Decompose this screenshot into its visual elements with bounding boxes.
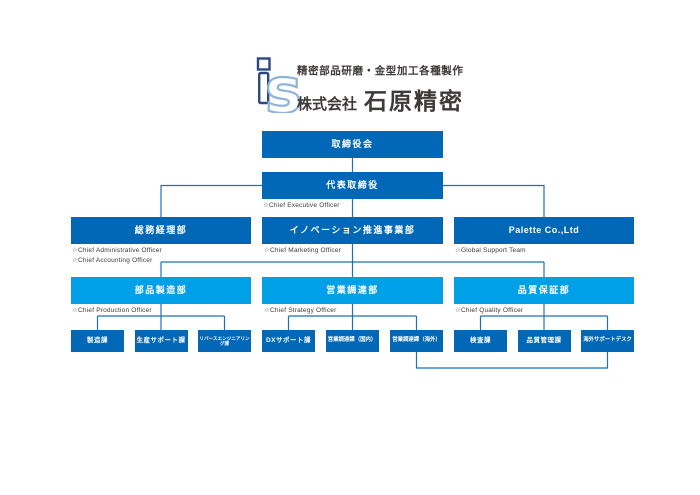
box-quality-assurance-dept: 品質保証部	[454, 277, 634, 304]
box-general-affairs-accounting-dept: 総務経理部	[71, 217, 251, 244]
officer-label-quality: ☆Chief Quality Officer	[455, 307, 524, 314]
company-logo: s 精密部品研磨・金型加工各種製作 株式会社石原精密	[255, 57, 464, 116]
svg-text:s: s	[265, 57, 301, 113]
box-sales-procurement-overseas-section: 営業調達課（海外）	[390, 330, 443, 352]
box-parts-manufacturing-dept: 部品製造部	[71, 277, 251, 304]
company-prefix: 株式会社	[297, 96, 358, 113]
logo-text-block: 精密部品研磨・金型加工各種製作 株式会社石原精密	[297, 57, 464, 116]
officer-label-strategy: ☆Chief Strategy Officer	[264, 307, 337, 314]
box-manufacturing-section: 製造課	[71, 330, 124, 352]
officer-label-accounting: ☆Chief Accounting Officer	[72, 257, 153, 264]
officer-label-marketing: ☆Chief Marketing Officer	[264, 247, 341, 254]
officer-label-administrative: ☆Chief Administrative Officer	[72, 247, 162, 254]
logo-tagline: 精密部品研磨・金型加工各種製作	[297, 65, 464, 77]
box-innovation-promotion-division: イノベーション推進事業部	[262, 217, 443, 244]
officer-label-production: ☆Chief Production Officer	[72, 307, 152, 314]
box-reverse-engineering-section: リバースエンジニアリング課	[198, 330, 251, 352]
box-representative-director: 代表取締役	[262, 172, 443, 199]
box-dx-support-section: DXサポート課	[262, 330, 315, 352]
box-board-of-directors: 取締役会	[262, 131, 443, 158]
company-name-line: 株式会社石原精密	[297, 82, 464, 116]
company-name: 石原精密	[364, 88, 465, 114]
box-sales-procurement-domestic-section: 営業調達課（国内）	[325, 330, 379, 352]
box-palette-co-ltd: Palette Co.,Ltd	[454, 217, 634, 244]
box-sales-procurement-dept: 営業調達部	[262, 277, 443, 304]
box-inspection-section: 検査課	[454, 330, 507, 352]
box-quality-control-section: 品質管理課	[517, 330, 571, 352]
officer-label-global-support: ☆Global Support Team	[455, 247, 526, 254]
officer-label-ceo: ☆Chief Executive Officer	[263, 202, 340, 209]
box-overseas-support-desk: 海外サポートデスク	[581, 330, 634, 352]
is-logo-icon: s	[256, 57, 301, 113]
box-production-support-section: 生産サポート課	[134, 330, 188, 352]
